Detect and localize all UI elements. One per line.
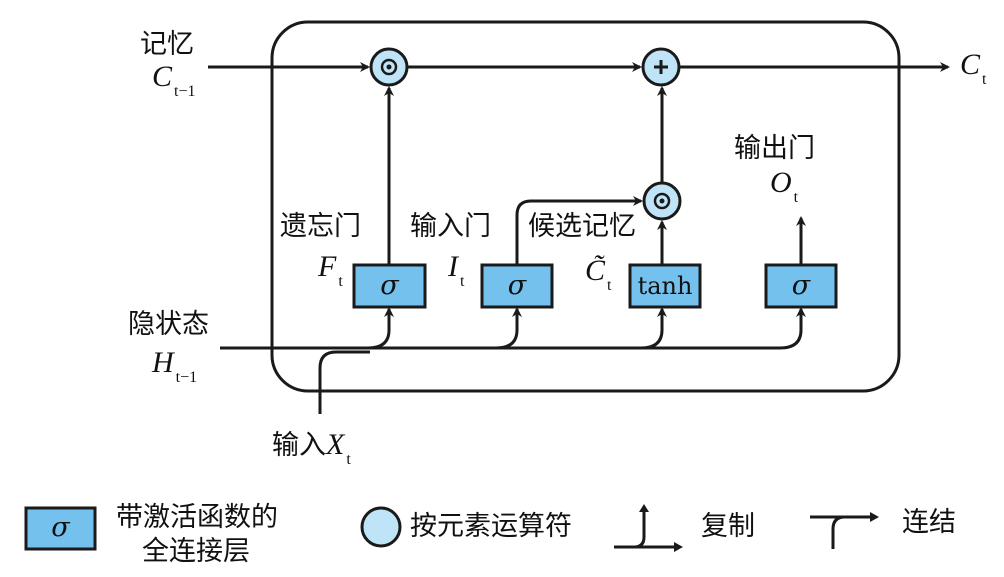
legend-copy-label: 复制: [701, 511, 755, 542]
hidden-prev-label: 隐状态: [128, 309, 209, 340]
input-gate-to-mult-arrow: [515, 196, 643, 265]
legend-fc-layer-icon: [24, 506, 97, 551]
forget-gate-label: 遗忘门: [280, 211, 361, 242]
hadamard-icon: [380, 58, 398, 76]
candidate-label: 候选记忆: [528, 211, 636, 242]
legend-concat-arrow-icon: [810, 515, 870, 549]
forget-gate: [352, 263, 427, 309]
input-gate: [480, 263, 554, 309]
input-mult-operator: [642, 181, 682, 221]
output-gate-activation: σ: [791, 270, 811, 301]
bus-to-input-arrow: [495, 307, 522, 350]
add-operator: [641, 47, 681, 87]
cell-boundary: [270, 20, 901, 393]
legend-fc-layer-label-2: 全连接层: [142, 536, 250, 567]
bus-to-candidate-arrow: [640, 307, 667, 350]
input-x-line: [318, 350, 370, 414]
candidate-gate: [628, 263, 702, 309]
forget-mult-operator: [369, 47, 409, 87]
hidden-state-bus: [220, 307, 806, 350]
legend-operator-icon: [360, 506, 402, 548]
bus-to-forget-arrow: [367, 307, 394, 350]
plus-icon: [654, 60, 668, 74]
legend-copy-arrow-icon: [614, 510, 674, 549]
legend-fc-layer-symbol: σ: [51, 512, 70, 543]
legend-operator-label: 按元素运算符: [410, 511, 572, 542]
memory-prev-label: 记忆: [140, 29, 194, 60]
legend-concat-label: 连结: [902, 507, 956, 538]
hadamard-icon: [653, 192, 671, 210]
legend-fc-layer-label-1: 带激活函数的: [116, 502, 278, 533]
forget-gate-activation: σ: [380, 270, 399, 301]
candidate-symbol: C̃t: [585, 254, 612, 295]
output-gate: [764, 263, 838, 309]
candidate-gate-activation: tanh: [637, 272, 693, 300]
input-gate-label: 输入门: [410, 211, 491, 242]
output-gate-label: 输出门: [734, 133, 815, 164]
input-gate-activation: σ: [507, 270, 527, 301]
